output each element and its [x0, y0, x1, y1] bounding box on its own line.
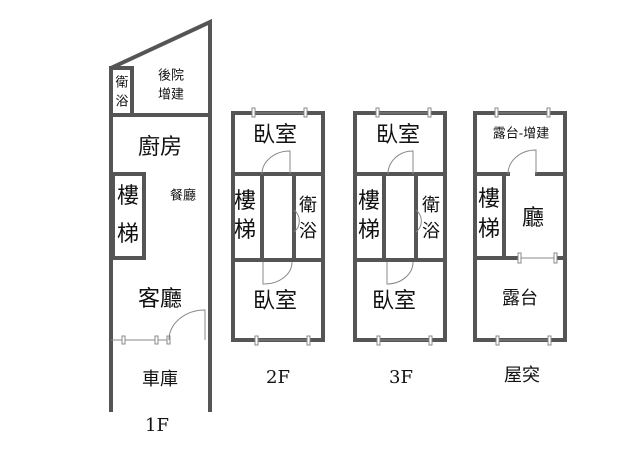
- room-stairs-label: 梯: [117, 222, 139, 247]
- room-terrace-label: 露台: [502, 288, 538, 309]
- room-garage-label: 車庫: [142, 369, 178, 390]
- room-stairs-label: 樓: [234, 189, 256, 214]
- room-yard-label: 後院: [158, 69, 184, 84]
- room-stairs-label: 梯: [478, 217, 500, 242]
- floor-1f: 衛 浴 後院 增建 廚房 餐廳 樓 梯 客廳 車庫 1F: [109, 18, 212, 436]
- floor-label-2f: 2F: [266, 367, 290, 388]
- room-bath-label: 浴: [299, 221, 317, 242]
- floor-label-3f: 3F: [389, 367, 413, 388]
- room-terrace-ext-label: 露台-增建: [493, 127, 549, 142]
- room-yard-label: 增建: [158, 88, 184, 103]
- room-stairs-label: 梯: [234, 218, 256, 243]
- room-bath-label: 浴: [115, 95, 128, 110]
- room-bedroom-label: 臥室: [253, 123, 297, 148]
- room-bedroom-label: 臥室: [372, 289, 416, 314]
- floor-label-1f: 1F: [145, 415, 169, 436]
- room-stairs-label: 梯: [358, 218, 380, 243]
- floor-roof: 露台-增建 樓 梯 廳 露台 屋突: [473, 107, 567, 386]
- room-dining-label: 餐廳: [170, 188, 196, 204]
- floor-3f: 臥室 樓 梯 衛 浴 臥室 3F: [353, 107, 447, 388]
- room-stairs-label: 樓: [117, 184, 139, 209]
- room-stairs-label: 樓: [478, 187, 500, 212]
- room-bedroom-label: 臥室: [253, 289, 297, 314]
- room-bath-label: 浴: [422, 221, 440, 242]
- room-bath-label: 衛: [299, 195, 317, 216]
- floor-label-roof: 屋突: [504, 365, 540, 386]
- room-stairs-label: 樓: [358, 189, 380, 214]
- floor-2f: 臥室 樓 梯 衛 浴 臥室 2F: [231, 107, 325, 388]
- room-hall-label: 廳: [522, 206, 544, 231]
- room-bath-label: 衛: [422, 195, 440, 216]
- room-kitchen-label: 廚房: [138, 135, 182, 160]
- room-living-label: 客廳: [138, 287, 182, 312]
- room-bath-label: 衛: [115, 76, 128, 91]
- room-bedroom-label: 臥室: [376, 123, 420, 148]
